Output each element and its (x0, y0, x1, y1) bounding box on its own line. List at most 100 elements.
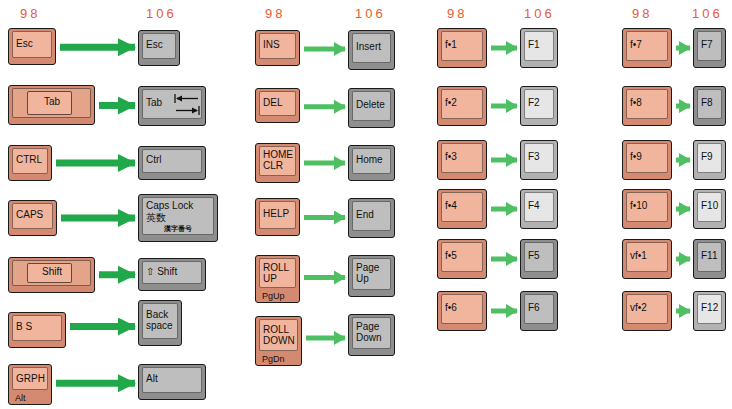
mapping-arrow (304, 47, 345, 52)
key-label: 漢字番号 (139, 225, 217, 233)
key-106: F4 (520, 189, 558, 229)
key-label: F8 (701, 97, 713, 109)
key-106: Esc (138, 30, 180, 66)
tab-arrow-head (192, 108, 198, 114)
key-label: F7 (701, 39, 713, 51)
column-header: 98 (632, 6, 652, 21)
column-header: 106 (355, 6, 386, 21)
key-label: Alt (146, 373, 158, 385)
key-label: GRPH (16, 373, 45, 385)
key-label: f•7 (630, 39, 642, 51)
key-label: PgUp (262, 291, 285, 301)
pc98-key: ROLL UP PgUp (255, 255, 300, 303)
column-header: 106 (146, 6, 177, 21)
mapping-arrow (304, 104, 345, 109)
pc98-key: f•5 (437, 239, 487, 279)
key-106: Page Up (348, 255, 395, 297)
key-label: ROLL DOWN (263, 324, 295, 347)
pc98-key: f•6 (437, 291, 487, 331)
tab-bar (198, 106, 199, 115)
tab-arrow-head (176, 96, 182, 102)
key-106: Delete (348, 88, 395, 128)
key-label: f•3 (445, 151, 457, 163)
key-label: f•2 (445, 97, 457, 109)
key-106: Tab (138, 86, 206, 126)
key-label: Page Down (356, 321, 382, 344)
key-label: F11 (701, 250, 718, 262)
mapping-arrow (676, 46, 690, 51)
key-label: F3 (528, 151, 540, 163)
mapping-arrow (56, 160, 135, 167)
key-label: HELP (263, 208, 289, 220)
key-106: F1 (520, 28, 558, 68)
mapping-arrow (676, 309, 690, 314)
key-label: DEL (263, 97, 282, 109)
key-106: Page Down (348, 314, 395, 356)
key-106: F8 (693, 86, 726, 126)
key-label: vf•1 (630, 250, 647, 262)
key-label: Delete (356, 99, 385, 111)
pc98-key: CTRL (8, 145, 52, 181)
mapping-arrow (676, 257, 690, 262)
pc98-key: CAPS (8, 200, 57, 236)
key-106: Ctrl (138, 146, 206, 180)
key-label: CTRL (16, 154, 42, 166)
mapping-arrow (99, 271, 135, 278)
key-label: F5 (528, 250, 540, 262)
pc98-key: vf•1 (622, 239, 672, 279)
mapping-arrow (491, 158, 517, 163)
pc98-key: f•1 (437, 28, 487, 68)
key-label: F9 (701, 151, 713, 163)
key-label: Caps Lock (146, 200, 193, 212)
pc98-key: f•10 (622, 189, 672, 229)
mapping-arrow (56, 380, 135, 387)
key-label: f•9 (630, 151, 642, 163)
column-header: 98 (20, 6, 40, 21)
mapping-arrow (304, 215, 345, 220)
key-label: Alt (15, 393, 26, 403)
mapping-arrow (676, 104, 690, 109)
key-106: F3 (520, 140, 558, 180)
key-label: vf•2 (630, 302, 647, 314)
mapping-arrow (60, 44, 135, 51)
key-label: Shift (42, 266, 62, 278)
pc98-key: f•4 (437, 189, 487, 229)
key-label: Home (356, 154, 383, 166)
pc98-key: f•8 (622, 86, 672, 126)
pc98-key: Esc (8, 28, 56, 65)
key-106: F7 (693, 28, 726, 68)
key-106: ⇧ Shift (138, 258, 206, 291)
key-106: Alt (138, 364, 206, 400)
key-label: 英数 (146, 212, 166, 224)
pc98-key: B S (8, 312, 66, 348)
key-label: ROLL UP (263, 262, 289, 285)
key-label: Back space (146, 309, 173, 332)
mapping-arrow (676, 158, 690, 163)
pc98-key: f•3 (437, 140, 487, 180)
pc98-key: ROLL DOWN PgDn (255, 316, 302, 366)
mapping-arrow (491, 104, 517, 109)
key-label: f•5 (445, 250, 457, 262)
mapping-arrow (61, 215, 135, 222)
key-106: F5 (520, 239, 558, 279)
key-label: F4 (528, 200, 540, 212)
key-106: F12 (693, 291, 726, 331)
pc98-key: vf•2 (622, 291, 672, 331)
key-label: f•8 (630, 97, 642, 109)
key-106: Back space (138, 300, 182, 346)
mapping-arrow (491, 207, 517, 212)
key-label: f•6 (445, 302, 457, 314)
key-106: F11 (693, 239, 726, 279)
pc98-key: f•2 (437, 86, 487, 126)
column-header: 106 (524, 6, 555, 21)
key-label: B S (16, 321, 32, 333)
mapping-arrow (304, 275, 345, 280)
pc98-key: Shift (8, 257, 95, 293)
key-106: Caps Lock英数漢字番号 (138, 194, 218, 242)
key-label: Tab (146, 97, 162, 109)
key-label: F1 (528, 39, 540, 51)
key-106: F2 (520, 86, 558, 126)
key-label: PgDn (262, 354, 285, 364)
key-label: HOME CLR (263, 149, 293, 172)
